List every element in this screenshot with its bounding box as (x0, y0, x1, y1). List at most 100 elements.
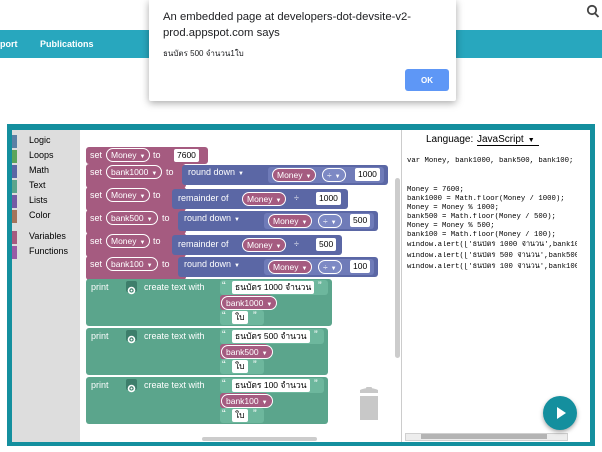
variable-dropdown[interactable]: bank1000▼ (221, 296, 278, 310)
gear-icon[interactable] (126, 330, 137, 344)
trash-icon[interactable] (356, 386, 382, 422)
round-down-block[interactable]: round down▼ Money▼ ÷▼ 1000 (182, 165, 388, 185)
variable-name: Money (111, 236, 137, 246)
round-down-dropdown[interactable]: round down▼ (188, 167, 244, 177)
print-block[interactable]: print (86, 377, 122, 424)
run-button[interactable] (543, 396, 577, 430)
toolbox-category-loops[interactable]: Loops (12, 149, 80, 163)
number-field[interactable]: 500 (316, 238, 337, 251)
print-stack: print create text with “ ธนบัตร 1000 จำน… (86, 279, 332, 424)
variable-block[interactable]: bank500▼ (220, 344, 273, 359)
set-bank1000-block[interactable]: set bank1000▼ to (86, 164, 186, 188)
nav-item-publications[interactable]: Publications (40, 39, 94, 49)
nav-item-support[interactable]: port (0, 39, 18, 49)
text-literal-block[interactable]: “ ธนบัตร 500 จำนวน ” (220, 329, 324, 344)
variable-dropdown[interactable]: Money▼ (242, 238, 287, 252)
variable-dropdown[interactable]: Money▼ (242, 192, 287, 206)
text-field[interactable]: ใบ (232, 360, 248, 373)
text-field[interactable]: ธนบัตร 1000 จำนวน (232, 281, 315, 294)
division-block[interactable]: Money▼ ÷▼ 1000 (268, 167, 384, 183)
text-field[interactable]: ใบ (232, 409, 248, 422)
dropdown-arrow-icon: ▼ (238, 171, 244, 177)
variable-dropdown[interactable]: Money▼ (106, 188, 151, 202)
number-field[interactable]: 1000 (355, 168, 380, 181)
round-down-block[interactable]: round down▼ Money▼ ÷▼ 500 (178, 211, 378, 231)
set-bank100-block[interactable]: set bank100▼ to (86, 256, 186, 280)
variable-dropdown[interactable]: bank100▼ (106, 257, 158, 271)
code-line: window.alert(['ธนบัตร 500 จำนวน',bank500… (407, 252, 577, 260)
variable-dropdown[interactable]: bank100▼ (221, 394, 273, 408)
text-field[interactable]: ธนบัตร 100 จำนวน (232, 379, 310, 392)
open-quote-icon: “ (222, 408, 226, 420)
toolbox-category-functions[interactable]: Functions (12, 245, 80, 259)
print-block[interactable]: print (86, 328, 122, 375)
remainder-block[interactable]: remainder of Money▼ ÷ 1000 (172, 189, 348, 209)
toolbox-category-logic[interactable]: Logic (12, 134, 80, 148)
search-icon[interactable] (586, 4, 600, 20)
category-color-stripe (12, 180, 17, 193)
variable-dropdown[interactable]: Money▼ (272, 168, 317, 182)
variable-dropdown[interactable]: bank500▼ (106, 211, 158, 225)
code-scrollbar-thumb[interactable] (421, 434, 547, 439)
operator-dropdown[interactable]: ÷▼ (318, 260, 342, 274)
set-keyword: set (90, 150, 103, 160)
dropdown-arrow-icon: ▼ (330, 266, 337, 272)
dropdown-arrow-icon: ▼ (261, 400, 268, 406)
number-field[interactable]: 500 (350, 214, 371, 227)
workspace-vertical-scrollbar[interactable] (395, 178, 400, 358)
dropdown-arrow-icon: ▼ (139, 194, 146, 200)
round-down-block[interactable]: round down▼ Money▼ ÷▼ 100 (178, 257, 378, 277)
variable-dropdown[interactable]: bank1000▼ (106, 165, 163, 179)
create-text-label: create text with (144, 380, 205, 390)
operator-dropdown[interactable]: ÷▼ (318, 214, 342, 228)
print-block[interactable]: print (86, 279, 122, 326)
text-field[interactable]: ใบ (232, 311, 248, 324)
toolbox-category-math[interactable]: Math (12, 164, 80, 178)
division-block[interactable]: Money▼ ÷▼ 100 (264, 259, 374, 275)
gear-icon[interactable] (126, 281, 137, 295)
round-down-dropdown[interactable]: round down▼ (184, 259, 240, 269)
number-field[interactable]: 100 (350, 260, 371, 273)
variable-dropdown[interactable]: Money▼ (268, 214, 313, 228)
variable-block[interactable]: bank100▼ (220, 393, 273, 408)
dropdown-arrow-icon: ▼ (275, 198, 282, 204)
set-money-remainder-block[interactable]: set Money▼ to (86, 187, 186, 211)
toolbox-category-text[interactable]: Text (12, 179, 80, 193)
variable-block[interactable]: bank1000▼ (220, 295, 278, 310)
text-field[interactable]: ธนบัตร 500 จำนวน (232, 330, 310, 343)
text-literal-block[interactable]: “ ธนบัตร 1000 จำนวน ” (220, 280, 328, 295)
operator-symbol: ÷ (323, 262, 328, 272)
workspace-horizontal-scrollbar[interactable] (202, 437, 317, 441)
remainder-block[interactable]: remainder of Money▼ ÷ 500 (172, 235, 342, 255)
toolbox-category-variables[interactable]: Variables (12, 230, 80, 244)
create-text-block[interactable]: create text with “ ธนบัตร 100 จำนวน ” ba… (122, 377, 328, 424)
ok-button[interactable]: OK (405, 69, 449, 91)
text-literal-block[interactable]: “ ใบ ” (220, 310, 264, 325)
text-literal-block[interactable]: “ ใบ ” (220, 359, 264, 374)
create-text-block[interactable]: create text with “ ธนบัตร 500 จำนวน ” ba… (122, 328, 328, 375)
number-field[interactable]: 7600 (174, 149, 199, 162)
toolbox-category-color[interactable]: Color (12, 209, 80, 223)
code-line: window.alert(['ธนบัตร 100 จำนวน',bank100… (407, 263, 577, 271)
category-label: Loops (29, 150, 54, 160)
division-block[interactable]: Money▼ ÷▼ 500 (264, 213, 374, 229)
open-quote-icon: “ (222, 280, 226, 292)
number-field[interactable]: 1000 (316, 192, 341, 205)
dropdown-arrow-icon: ▼ (139, 240, 146, 246)
set-money-block[interactable]: set Money▼ to 7600 (86, 147, 208, 164)
set-money-remainder-block[interactable]: set Money▼ to (86, 233, 186, 257)
variable-dropdown[interactable]: Money▼ (268, 260, 313, 274)
operator-dropdown[interactable]: ÷▼ (322, 168, 346, 182)
variable-dropdown[interactable]: Money▼ (106, 234, 151, 248)
language-select[interactable]: JavaScript▼ (477, 134, 539, 146)
text-literal-block[interactable]: “ ใบ ” (220, 408, 264, 423)
toolbox-category-lists[interactable]: Lists (12, 194, 80, 208)
set-bank500-block[interactable]: set bank500▼ to (86, 210, 186, 234)
variable-dropdown[interactable]: bank500▼ (221, 345, 273, 359)
variable-dropdown[interactable]: Money▼ (106, 148, 151, 162)
text-literal-block[interactable]: “ ธนบัตร 100 จำนวน ” (220, 378, 324, 393)
gear-icon[interactable] (126, 379, 137, 393)
create-text-block[interactable]: create text with “ ธนบัตร 1000 จำนวน ” b… (122, 279, 332, 326)
round-down-dropdown[interactable]: round down▼ (184, 213, 240, 223)
dropdown-arrow-icon: ▼ (275, 244, 282, 250)
